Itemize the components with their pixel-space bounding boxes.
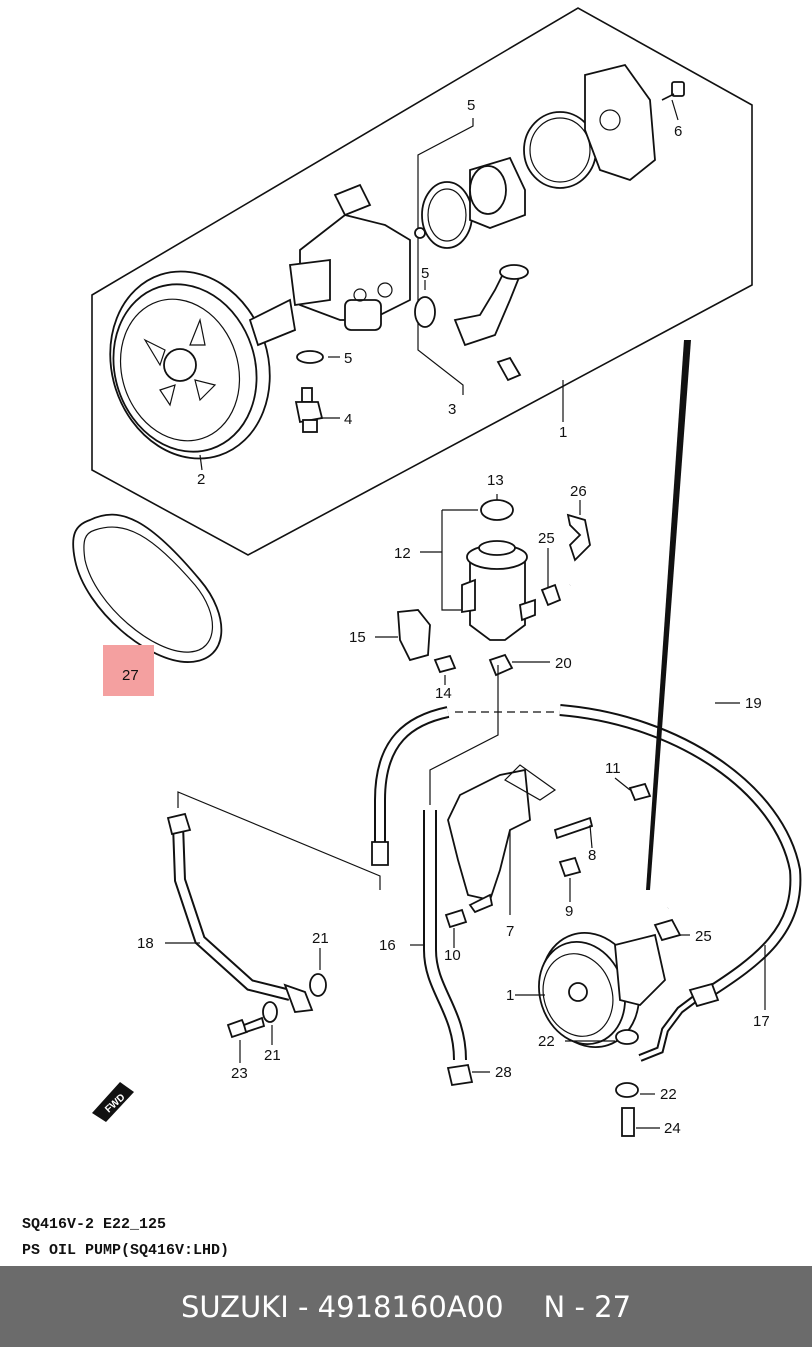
- callout-4: 4: [344, 411, 352, 428]
- pump-body: [288, 183, 411, 331]
- callout-2: 2: [197, 471, 205, 488]
- suction-pipe-part-3: [453, 264, 529, 382]
- callout-21-b: 21: [264, 1047, 281, 1064]
- divider-line: [646, 340, 691, 890]
- reservoir-cap-part-13: [480, 494, 514, 521]
- footer-page-ref: N - 27: [543, 1289, 632, 1324]
- callout-10: 10: [444, 947, 461, 964]
- callout-16: 16: [379, 937, 396, 954]
- pressure-switch-part-4: [294, 387, 324, 433]
- pump-cartridge: [414, 111, 597, 249]
- callout-22-b: 22: [660, 1086, 677, 1103]
- callout-6: 6: [674, 123, 682, 140]
- pressure-hose-part-18: [166, 791, 389, 1013]
- bolt-part-24: [621, 1107, 660, 1137]
- bolt-part-14: [433, 654, 457, 674]
- callout-7: 7: [506, 923, 514, 940]
- callout-8: 8: [588, 847, 596, 864]
- pressure-pipe-part-17: [638, 945, 766, 1062]
- callout-3: 3: [448, 401, 456, 418]
- fwd-arrow-icon: FWD: [92, 1082, 134, 1122]
- callout-5-mid: 5: [421, 265, 429, 282]
- callout-13: 13: [487, 472, 504, 489]
- callout-1-top: 1: [559, 424, 567, 441]
- callout-21-a: 21: [312, 930, 329, 947]
- callout-27: 27: [122, 667, 139, 684]
- callout-24: 24: [664, 1120, 681, 1137]
- washer-part-22-a: [615, 1029, 639, 1045]
- assembled-pump-part-1: [515, 931, 666, 1049]
- callout-19: 19: [745, 695, 762, 712]
- callout-5-low: 5: [344, 350, 352, 367]
- v-belt-part-27: [72, 513, 223, 663]
- bolt-part-11: [614, 777, 652, 802]
- washer-part-5: [296, 350, 324, 364]
- bolt-part-6: [661, 81, 685, 101]
- callout-14: 14: [435, 685, 452, 702]
- hoses: [374, 572, 802, 1061]
- callout-1-low: 1: [506, 987, 514, 1004]
- callout-22-a: 22: [538, 1033, 555, 1050]
- pump-bracket-part-7: [447, 764, 557, 915]
- bracket-part-15: [397, 609, 431, 662]
- group-bracket-5: [417, 118, 474, 395]
- callout-26: 26: [570, 483, 587, 500]
- bolt-part-9: [558, 856, 582, 902]
- footer-part-number: SUZUKI - 4918160A00: [180, 1289, 504, 1324]
- diagram-title: PS OIL PUMP(SQ416V:LHD): [22, 1242, 230, 1259]
- callout-17: 17: [753, 1013, 770, 1030]
- clamp-part-25: [540, 583, 562, 607]
- bolt-part-8: [553, 816, 594, 849]
- callout-28: 28: [495, 1064, 512, 1081]
- clamp-part-28: [446, 1063, 474, 1087]
- washer-part-21-b: [262, 1001, 278, 1023]
- bolt-part-10: [444, 908, 468, 948]
- clip-part-26: [566, 513, 591, 562]
- callout-15: 15: [349, 629, 366, 646]
- bolt-part-23: [226, 1016, 266, 1063]
- callout-12: 12: [394, 545, 411, 562]
- parts-diagram: FWD 5 6 5 5 4 3 1 2 13 26 25 12 15 20 27…: [72, 7, 802, 1137]
- callout-25-top: 25: [538, 530, 555, 547]
- washer-part-22-b: [615, 1082, 639, 1098]
- callout-18: 18: [137, 935, 154, 952]
- callout-25-low: 25: [695, 928, 712, 945]
- assembly-outline: [91, 7, 753, 556]
- pulley-part-2: [109, 270, 297, 460]
- callout-20: 20: [555, 655, 572, 672]
- callout-labels: 5 6 5 5 4 3 1 2 13 26 25 12 15 20 27 14 …: [122, 97, 770, 1137]
- callout-9: 9: [565, 903, 573, 920]
- reservoir-part-12: [420, 509, 536, 641]
- clamp-part-20: [488, 653, 514, 677]
- o-ring-part-5: [414, 296, 436, 328]
- clamp-part-25-lower: [653, 918, 682, 942]
- callout-5-top: 5: [467, 97, 475, 114]
- diagram-code: SQ416V-2 E22_125: [22, 1216, 167, 1233]
- callout-23: 23: [231, 1065, 248, 1082]
- callout-11: 11: [605, 760, 621, 777]
- callout-highlight-27: [103, 645, 154, 696]
- long-leaders: [165, 702, 740, 946]
- washer-part-21-a: [309, 973, 327, 997]
- footer-bar: SUZUKI - 4918160A00 N - 27: [0, 1266, 812, 1347]
- assembly-leaders: [199, 99, 679, 471]
